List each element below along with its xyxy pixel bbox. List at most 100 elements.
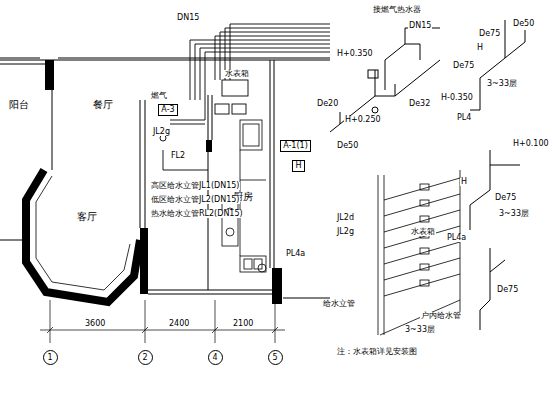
plan-label: PL4 <box>456 114 472 122</box>
plan-label: 客厅 <box>76 212 98 222</box>
isometric-gas-heater <box>368 70 378 78</box>
plan-label: 热水给水立管RL2(DN15) <box>150 210 244 218</box>
walls <box>45 60 282 304</box>
plan-label: 户内给水管 <box>420 312 462 320</box>
isometric-drain-top <box>470 20 525 110</box>
plan-label: JL2g <box>152 128 171 136</box>
isometric-gas-heater <box>330 28 440 132</box>
bay-window <box>26 170 140 302</box>
meter-stack <box>384 274 460 296</box>
plan-label: 高区给水立管JL1(DN15) <box>150 182 240 190</box>
plan-label: De50 <box>336 142 359 150</box>
pipe-bundle <box>200 48 330 100</box>
pipe-bundle <box>222 80 248 96</box>
axis-number: 4 <box>212 354 217 362</box>
plan-label: H+0.350 <box>336 50 374 58</box>
plan-label: 3~33层 <box>498 210 530 218</box>
meter-stack <box>384 194 460 216</box>
plan-label: 2400 <box>168 320 190 328</box>
pipe-bundle <box>225 28 330 80</box>
plan-label: 2100 <box>232 320 254 328</box>
pipe-bundle <box>160 24 330 170</box>
pipe-bundle <box>215 36 330 80</box>
meter-stack <box>384 178 460 200</box>
axis-bubble: 4 <box>208 350 223 365</box>
plan-label: De20 <box>316 100 339 108</box>
pipe-bundle <box>220 32 330 80</box>
callout-text: A-1(1) <box>283 142 308 150</box>
plan-label: H+0.100 <box>512 140 550 148</box>
axis-and-dimensions <box>40 330 285 331</box>
pipe-bundle <box>215 104 229 114</box>
axis-bubble: 1 <box>43 350 58 365</box>
isometric-drain-top <box>505 30 525 58</box>
plan-label: De32 <box>408 100 431 108</box>
pipe-bundle <box>232 104 246 114</box>
kitchen-fixtures <box>240 120 262 150</box>
plan-label: 3600 <box>84 320 106 328</box>
plan-label: PL4a <box>285 250 306 258</box>
plan-label: 低区给水立管JL2(DN15) <box>150 196 240 204</box>
pipe-bundle <box>190 40 330 100</box>
plan-label: De75 <box>452 62 475 70</box>
plan-label: 3~33层 <box>404 326 436 334</box>
isometric-drain-middle <box>470 150 490 230</box>
meter-stack <box>378 170 460 335</box>
walls <box>140 228 148 294</box>
isometric-drain-middle <box>470 150 520 230</box>
plan-label: H-0.350 <box>440 94 474 102</box>
plan-label: JL2g <box>336 228 355 236</box>
callout-box: H <box>292 160 305 172</box>
thin-walls <box>0 58 330 59</box>
plan-label: FL2 <box>170 152 186 160</box>
meter-stack <box>378 170 460 335</box>
meter-stack <box>420 184 429 190</box>
plan-label: 3~33层 <box>486 80 518 88</box>
kitchen-fixtures <box>240 150 266 256</box>
thin-walls <box>148 290 272 294</box>
axis-bubble: 5 <box>268 350 283 365</box>
plan-label: JL2d <box>336 214 355 222</box>
plan-label: De75 <box>494 194 517 202</box>
plan-label: H+0.250 <box>344 116 382 124</box>
meter-stack <box>420 200 429 206</box>
callout-box: A-3 <box>158 104 178 116</box>
callout-text: H <box>295 162 301 170</box>
plan-label: 水表箱 <box>224 70 250 78</box>
thin-walls <box>0 60 330 64</box>
plan-label: PL4a <box>446 234 467 242</box>
thin-walls <box>0 58 330 298</box>
axis-and-dimensions <box>50 300 275 343</box>
plan-label: DN15 <box>408 22 432 30</box>
plan-label: De75 <box>478 30 501 38</box>
axis-number: 2 <box>142 354 147 362</box>
meter-stack <box>420 248 429 254</box>
kitchen-fixtures <box>243 124 259 146</box>
bay-window-inner <box>36 176 130 290</box>
walls <box>272 268 282 304</box>
plan-label: De75 <box>496 286 519 294</box>
axis-number: 5 <box>272 354 277 362</box>
meter-stack <box>420 264 429 270</box>
pipe-bundle <box>205 52 330 100</box>
plan-label: 注：水表箱详见安装图 <box>336 348 418 356</box>
isometric-gas-heater <box>375 28 440 96</box>
plan-label: 阳台 <box>8 100 30 110</box>
kitchen-fixtures <box>240 256 266 272</box>
kitchen-fixtures <box>258 264 266 272</box>
plan-label: 水表箱 <box>410 228 436 236</box>
thin-walls <box>140 100 145 228</box>
plan-label: DN15 <box>176 14 200 22</box>
plan-label: De50 <box>512 20 535 28</box>
thin-walls <box>283 298 330 299</box>
meter-stack <box>420 216 429 222</box>
plan-label: 餐厅 <box>92 100 114 110</box>
isometric-gas-heater <box>340 84 395 124</box>
isometric-gas-heater <box>372 107 378 113</box>
isometric-drain-middle <box>490 165 520 166</box>
walls <box>45 60 54 90</box>
pipe-bundle <box>163 150 208 170</box>
plan-label: 给水立管 <box>322 300 356 308</box>
meter-stack <box>384 258 460 280</box>
